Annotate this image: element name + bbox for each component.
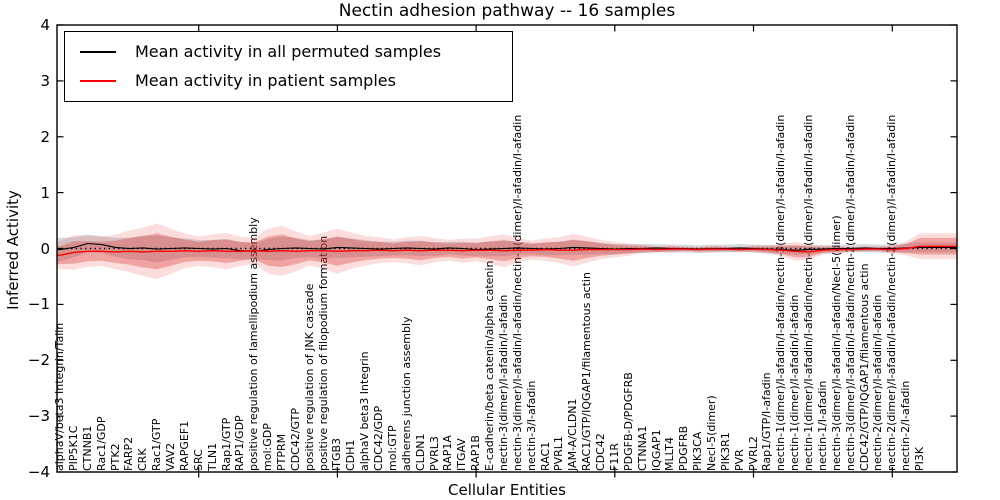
x-tick-label: mol:GTP (385, 425, 399, 471)
y-tick-label: −2 (27, 351, 50, 370)
x-tick-label: RAC1 (538, 441, 552, 471)
x-tick-label: nectin-1/I-afadin (815, 380, 829, 471)
x-tick-label: Rap1/GTP (219, 417, 233, 471)
y-tick-label: 2 (40, 127, 50, 146)
y-tick-label: −3 (27, 407, 50, 426)
x-tick-label: nectin-2(dimer)/I-afadin/I-afadin (871, 294, 885, 471)
x-tick-label: alphaV beta3 Integrin (358, 351, 372, 471)
x-tick-label: PIP5K1C (66, 425, 80, 471)
x-tick-label: F11R (607, 443, 621, 471)
x-tick-label: IQGAP1 (649, 429, 663, 471)
x-tick-label: PTK2 (108, 443, 122, 471)
x-tick-label: PVRL3 (427, 436, 441, 471)
x-tick-label: mol:GDP (261, 423, 275, 471)
x-tick-label: nectin-3(dimer)/I-afadin/I-afadin/Necl-5… (829, 215, 843, 471)
x-tick-label: PVRL1 (552, 436, 566, 471)
x-tick-label: nectin-1(dimer)/I-afadin/I-afadin/nectin… (774, 114, 788, 471)
x-tick-label: TLN1 (205, 442, 219, 471)
legend: Mean activity in all permuted samples Me… (64, 31, 513, 102)
x-tick-label: positive regulation of JNK cascade (302, 283, 316, 471)
x-tick-label: PIK3R1 (718, 432, 732, 471)
y-tick-label: 3 (40, 71, 50, 90)
x-tick-label: positive regulation of filopodium format… (316, 235, 330, 471)
chart-title: Nectin adhesion pathway -- 16 samples (338, 1, 676, 21)
legend-item-permuted: Mean activity in all permuted samples (65, 37, 512, 66)
legend-label-permuted: Mean activity in all permuted samples (135, 42, 442, 61)
x-tick-label: CRK (136, 448, 150, 471)
x-tick-label: CDC42/GDP (372, 405, 385, 471)
y-tick-label: 1 (40, 183, 50, 202)
x-tick-label: RAC1/GTP/IQGAP1/filamentous actin (580, 272, 594, 471)
x-tick-label: nectin-1(dimer)/I-afadin/I-afadin (788, 294, 802, 471)
x-tick-label: CDC42/GTP (288, 407, 302, 471)
x-tick-label: CTNNA1 (635, 425, 649, 471)
x-tick-label: RAP1A (441, 435, 455, 471)
x-tick-label: CDC42 (594, 433, 607, 471)
permuted-line-swatch (80, 50, 116, 53)
x-tick-label: nectin-1(dimer)/I-afadin/I-afadin/nectin… (802, 114, 815, 471)
y-tick-label: 4 (40, 16, 50, 34)
x-tick-label: nectin-3/I-afadin (524, 380, 538, 471)
x-tick-label: CLDN1 (413, 433, 427, 471)
x-tick-label: SRC (191, 449, 205, 471)
x-tick-label: MLLT4 (663, 437, 677, 471)
patient-line-swatch (80, 79, 116, 82)
x-tick-label: PI3K (913, 446, 926, 471)
band-permuted-std (57, 234, 957, 263)
x-tick-label: Rac1/GTP (150, 418, 164, 471)
x-tick-label: nectin-3(dimer)/I-afadin/I-afadin/nectin… (843, 114, 857, 471)
x-tick-label: adherens junction assembly (399, 316, 413, 471)
x-tick-label: JAM-A/CLDN1 (566, 398, 580, 471)
x-tick-label: nectin-3(dimer)/I-afadin/I-afadin (496, 294, 510, 471)
x-tick-label: PTPRM (274, 433, 288, 471)
x-axis-label: Cellular Entities (448, 481, 566, 499)
x-tick-label: ITGAV (455, 438, 469, 471)
x-tick-label: nectin-2(dimer)/I-afadin/I-afadin/nectin… (885, 114, 899, 471)
line-permuted-mean (57, 242, 957, 252)
y-tick-label: 0 (40, 239, 50, 258)
x-tick-label: VAV2 (164, 442, 177, 471)
band-patient-std-inner (57, 233, 957, 270)
y-tick-label: −4 (27, 463, 50, 481)
x-tick-label: positive regulation of lamellipodium ass… (247, 217, 261, 471)
x-tick-label: ITGB3 (330, 437, 344, 471)
x-tick-label: RAP1B (469, 435, 483, 471)
x-tick-label: Necl-5(dimer) (704, 395, 718, 471)
legend-item-patient: Mean activity in patient samples (65, 66, 512, 95)
x-tick-label: RAPGEF1 (177, 420, 191, 471)
y-tick-label: −1 (27, 295, 50, 314)
x-tick-label: CTNNB1 (80, 425, 94, 471)
x-tick-label: nectin-2/I-afadin (899, 380, 913, 471)
x-tick-label: PVR (732, 449, 746, 471)
x-tick-label: E-cadherin/beta catenin/alpha catenin (483, 260, 496, 471)
x-tick-label: RAP1/GDP (233, 415, 247, 471)
x-tick-label: CDC42/GTP/IQGAP1/filamentous actin (857, 263, 871, 471)
x-tick-label: PDGFB-D/PDGFRB (621, 372, 635, 471)
x-tick-label: PDGFRB (677, 425, 691, 471)
x-tick-label: alphaV/beta3 Integrin/Talin (53, 322, 66, 471)
band-patient-std-outer (57, 223, 957, 279)
x-tick-label: PVRL2 (746, 436, 760, 471)
legend-label-patient: Mean activity in patient samples (135, 71, 396, 90)
x-tick-label: Rac1/GDP (94, 416, 108, 471)
x-tick-label: nectin-3(dimer)/I-afadin/I-afadin/nectin… (510, 114, 524, 471)
x-tick-label: FARP2 (122, 436, 136, 471)
x-tick-label: CDH1 (344, 439, 358, 471)
x-tick-label: PIK3CA (691, 431, 705, 471)
line-patient-mean (57, 245, 957, 256)
x-tick-label: Rap1/GTP/I-afadin (760, 372, 774, 471)
